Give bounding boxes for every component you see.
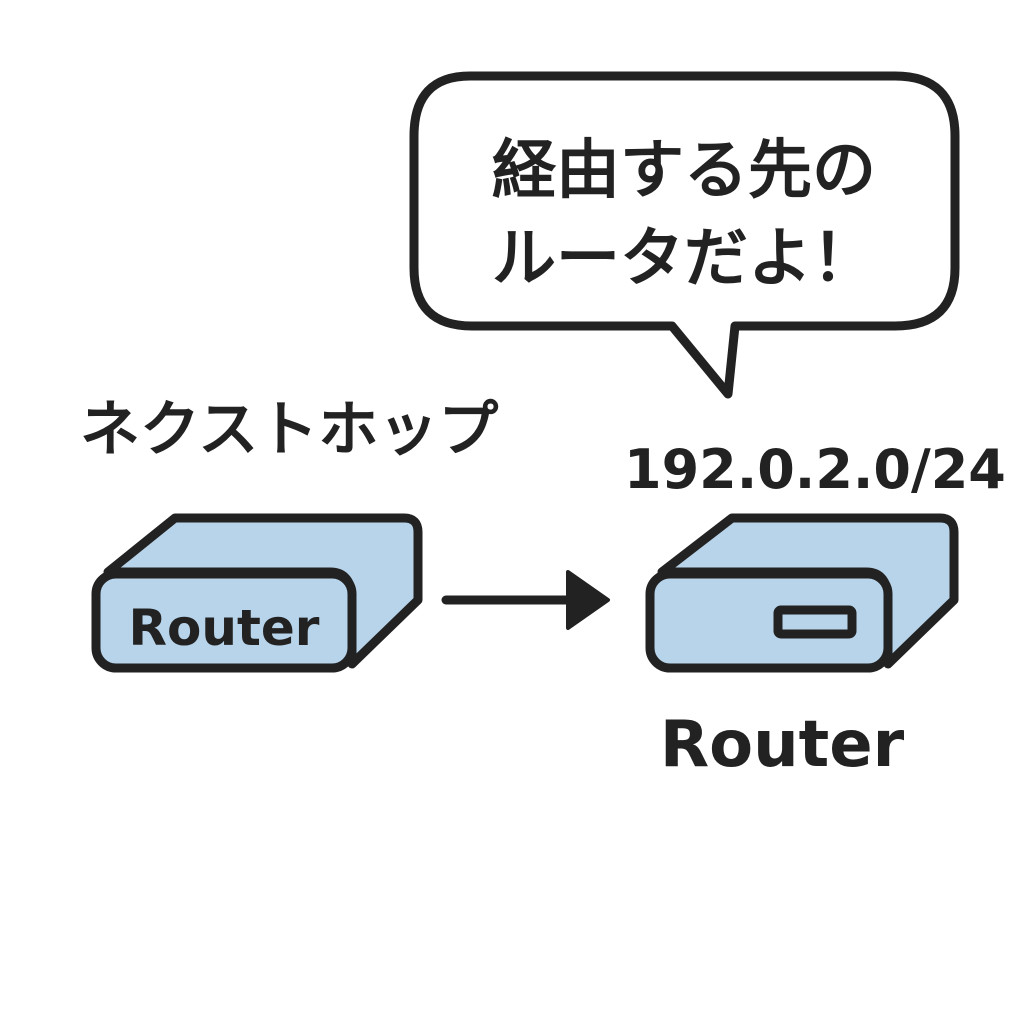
network-label: 192.0.2.0/24 [624,438,1006,501]
left-router-label: Router [129,599,320,657]
router-port-icon [773,605,857,639]
nexthop-label: ネクストホップ [80,395,498,465]
left-router-icon: Router [91,513,423,673]
route-arrow-head [566,570,610,630]
left-router-front [91,569,357,673]
right-router-front [645,569,893,673]
speech-bubble: 経由する先の ルータだよ！ [409,71,960,399]
right-router-label: Router [660,708,905,782]
speech-bubble-line1: 経由する先の [492,134,876,208]
speech-bubble-line2: ルータだよ！ [492,222,876,296]
route-arrow [441,570,610,630]
right-router-icon [645,513,959,673]
speech-bubble-outline [409,71,960,399]
